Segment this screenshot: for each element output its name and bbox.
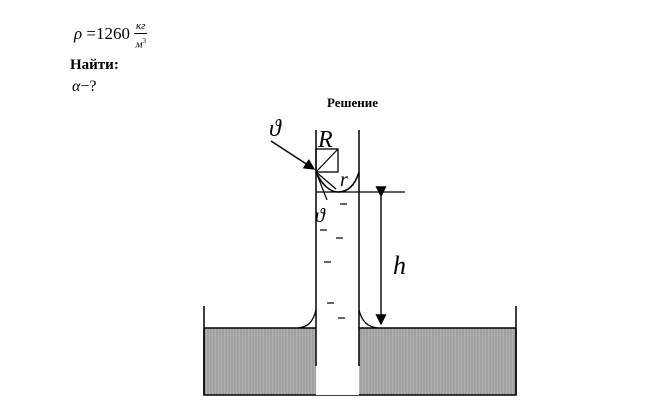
- unknown-question: −?: [80, 78, 97, 95]
- unit-denominator-base: м: [135, 38, 143, 51]
- angle-label-top: ϑ: [269, 116, 282, 142]
- radius-line-small: [315, 171, 337, 190]
- liquid-in-vessel: [203, 327, 517, 396]
- solution-heading: Решение: [327, 95, 379, 110]
- density-symbol: ρ: [74, 24, 83, 43]
- unknown-quantity: α−?: [72, 78, 97, 96]
- angle-label-bottom: ϑ: [315, 205, 326, 227]
- density-unit: кг м3: [134, 20, 148, 51]
- outer-meniscus-left: [297, 309, 317, 329]
- outer-meniscus-right: [358, 309, 379, 329]
- density-formula: ρ =1260: [74, 24, 130, 44]
- tube-interior: [316, 170, 359, 395]
- find-label: Найти:: [70, 57, 119, 73]
- tangent-line: [315, 171, 328, 201]
- density-value: 1260: [96, 24, 131, 43]
- unit-numerator: кг: [134, 20, 148, 34]
- construction-square: [315, 148, 339, 173]
- radius-label-big: R: [317, 127, 333, 153]
- radius-label-small: r: [340, 169, 348, 191]
- unit-denominator: м3: [134, 34, 147, 51]
- liquid-column-dashes: [320, 203, 347, 319]
- height-label: h: [393, 251, 406, 280]
- equals-sign: =: [86, 24, 97, 43]
- unknown-symbol: α: [72, 78, 81, 95]
- tension-arrow: [270, 140, 316, 170]
- radius-line-big: [315, 148, 339, 173]
- unit-exponent: 3: [142, 37, 146, 45]
